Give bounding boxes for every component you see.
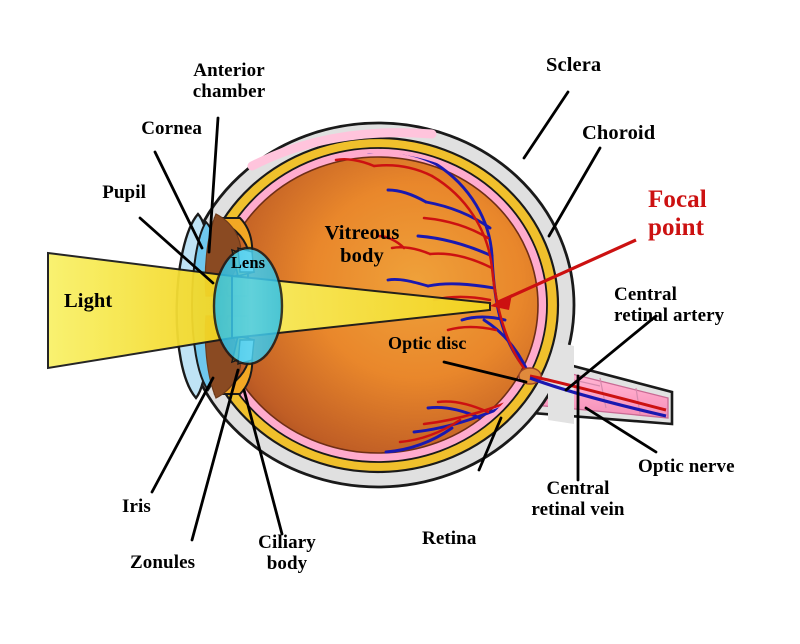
label-ciliary-body: Ciliary body (258, 532, 316, 575)
label-cornea: Cornea (141, 118, 202, 139)
leader-optic-nerve (584, 406, 658, 454)
label-central-retinal-vein: Central retinal vein (531, 478, 625, 521)
leader-lines (138, 90, 658, 542)
light-beam (47, 251, 491, 370)
leader-zonules (190, 368, 240, 542)
leader-anterior-chamber (207, 116, 220, 254)
retinal-veins (366, 153, 530, 454)
label-pupil: Pupil (102, 182, 146, 203)
central-vessels-in-nerve (529, 374, 667, 418)
leader-sclera (522, 90, 570, 160)
label-focal-point: Focal point (648, 186, 707, 241)
label-lens: Lens (230, 253, 266, 272)
leader-choroid (547, 146, 602, 238)
leader-iris (150, 376, 215, 494)
label-light: Light (64, 290, 113, 312)
label-optic-nerve: Optic nerve (638, 456, 735, 477)
leader-retina (477, 416, 503, 472)
leader-pupil (138, 216, 215, 285)
label-choroid: Choroid (582, 122, 656, 144)
focal-point-arrow (490, 238, 637, 310)
label-iris: Iris (122, 496, 151, 517)
leader-ciliary-body (242, 388, 284, 536)
label-central-retinal-artery: Central retinal artery (614, 284, 725, 327)
leader-central-retinal-artery (564, 314, 658, 392)
label-zonules: Zonules (130, 552, 196, 573)
label-optic-disc: Optic disc (388, 333, 467, 353)
label-sclera: Sclera (546, 54, 602, 76)
label-retina: Retina (422, 528, 477, 549)
label-anterior-chamber: Anterior chamber (192, 60, 266, 103)
lens (212, 246, 284, 366)
label-vitreous-body: Vitreous body (324, 222, 400, 267)
retina-highlight (247, 128, 437, 171)
leader-cornea (153, 150, 204, 250)
leader-optic-disc (442, 360, 528, 384)
